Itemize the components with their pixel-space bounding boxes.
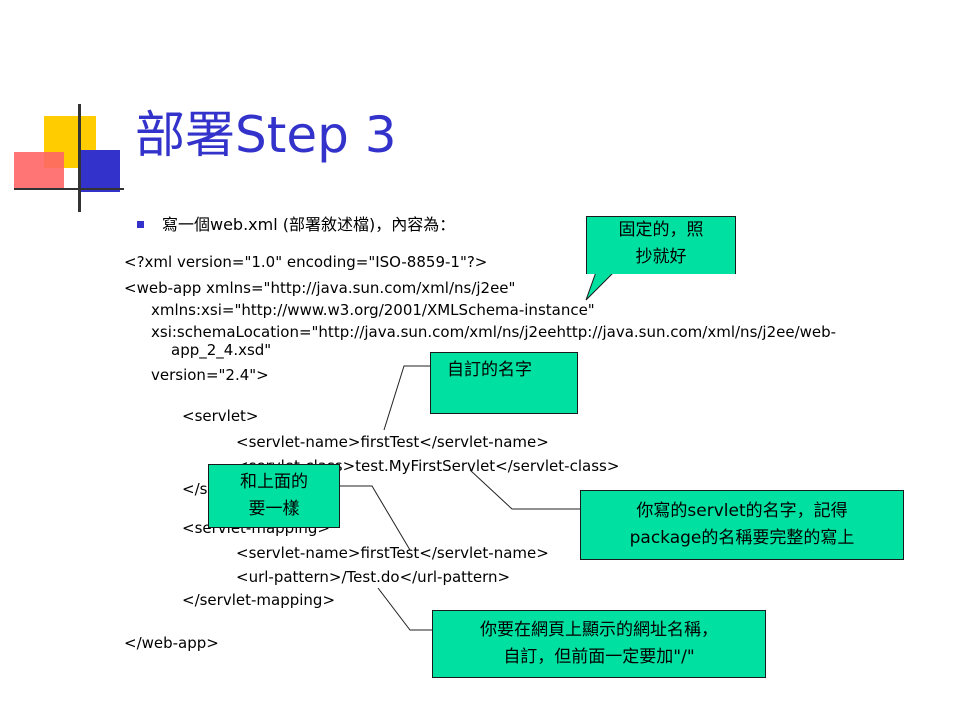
connector-custom-name [383, 365, 430, 431]
connector-servlet-class [469, 469, 580, 510]
callout-fixed-line-1: 固定的，照 [618, 220, 704, 240]
callout-servlet-class: 你寫的servlet的名字，記得 package的名稱要完整的寫上 [580, 490, 904, 560]
callout-same-as-above: 和上面的 要一樣 [208, 464, 340, 528]
code-line-8: <servlet-name>firstTest</servlet-name> [236, 433, 549, 451]
slide-title: 部署Step 3 [135, 106, 397, 164]
decor-vertical-line [78, 104, 81, 212]
callout-url-line-1: 你要在網頁上顯示的網址名稱， [480, 620, 718, 640]
callout-url-line-2: 自訂，但前面一定要加"/" [503, 647, 695, 667]
code-line-5: app_2_4.xsd" [171, 341, 272, 359]
callout-fixed-line-2: 抄就好 [635, 247, 687, 267]
bullet-text: 寫一個web.xml (部署敘述檔)，內容為： [162, 215, 456, 234]
decor-red-square [14, 152, 64, 188]
callout-url-pattern: 你要在網頁上顯示的網址名稱， 自訂，但前面一定要加"/" [432, 610, 766, 678]
code-line-7: <servlet> [182, 407, 259, 425]
code-line-15: </web-app> [124, 634, 219, 652]
connector-same-name [340, 485, 411, 551]
callout-custom-name-text: 自訂的名字 [447, 360, 532, 380]
callout-same-line-2: 要一樣 [248, 499, 300, 519]
decor-blue-square [80, 150, 120, 192]
bullet-item: 寫一個web.xml (部署敘述檔)，內容為： [137, 214, 455, 236]
code-line-4: xsi:schemaLocation="http://java.sun.com/… [151, 323, 837, 341]
code-line-14: </servlet-mapping> [182, 591, 336, 609]
connector-url-pattern [377, 587, 432, 631]
callout-fixed: 固定的，照 抄就好 [586, 216, 736, 274]
callout-same-line-1: 和上面的 [240, 472, 308, 492]
code-line-3: xmlns:xsi="http://www.w3.org/2001/XMLSch… [151, 301, 595, 319]
code-line-13: <url-pattern>/Test.do</url-pattern> [236, 568, 511, 586]
code-line-12: <servlet-name>firstTest</servlet-name> [236, 544, 549, 562]
code-line-2: <web-app xmlns="http://java.sun.com/xml/… [124, 279, 516, 297]
callout-fixed-tail [585, 271, 616, 301]
code-line-1: <?xml version="1.0" encoding="ISO-8859-1… [124, 253, 488, 271]
callout-servlet-line-1: 你寫的servlet的名字，記得 [636, 501, 848, 521]
code-line-6: version="2.4"> [151, 366, 269, 384]
callout-servlet-line-2: package的名稱要完整的寫上 [629, 528, 855, 548]
callout-custom-name: 自訂的名字 [430, 352, 578, 414]
decor-horizontal-line [14, 188, 124, 190]
bullet-square-icon [137, 221, 144, 228]
